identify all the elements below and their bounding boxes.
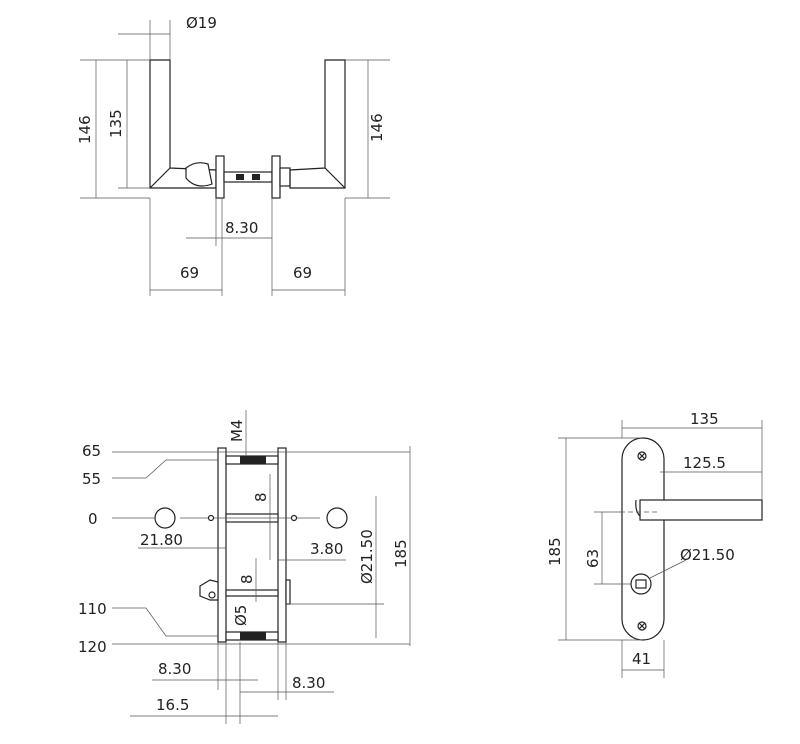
dim-top-width-right: 69	[293, 264, 312, 282]
dim-thread: M4	[228, 420, 246, 443]
dim-spindle-left: 8.30	[158, 660, 191, 678]
right-lever	[289, 59, 346, 189]
top-view: Ø19 146 135 146 8.30 69 69	[76, 14, 390, 296]
dim-top-spindle: 8.30	[225, 219, 258, 237]
front-view: 135 125.5 185 63 Ø21.50 41	[546, 410, 763, 678]
level-110: 110	[78, 600, 107, 618]
dim-top-height-inner: 135	[107, 109, 125, 138]
dim-total-height: 185	[392, 539, 410, 568]
dim-depth: 16.5	[156, 696, 189, 714]
dim-front-lever-length: 125.5	[683, 454, 726, 472]
dim-top-height-right: 146	[368, 113, 386, 142]
left-lever-section	[154, 507, 176, 529]
right-plate	[277, 447, 287, 643]
dim-front-length: 135	[690, 410, 719, 428]
level-65: 65	[82, 442, 101, 460]
dim-front-plate-width: 41	[632, 650, 651, 668]
front-lever	[639, 499, 763, 521]
dim-top-diameter: Ø19	[186, 14, 217, 32]
thumb-turn	[199, 579, 219, 601]
side-view: 65 55 0 110 120 M4 8 21.80 3.80 8 Ø5 Ø21…	[78, 410, 411, 724]
dim-top-width-left: 69	[180, 264, 199, 282]
dim-front-rose-diameter: Ø21.50	[680, 546, 735, 564]
dim-square-lower: 8	[238, 574, 256, 584]
dim-offset-left: 21.80	[140, 531, 183, 549]
left-rose	[185, 162, 213, 187]
dim-offset-right: 3.80	[310, 540, 343, 558]
dim-square-upper: 8	[252, 492, 270, 502]
dim-spindle-right: 8.30	[292, 674, 325, 692]
dim-front-plate-height: 185	[546, 537, 564, 566]
backplate	[621, 437, 665, 641]
right-lever-section	[326, 507, 348, 529]
level-120: 120	[78, 638, 107, 656]
spindle	[223, 171, 273, 183]
dim-front-center-distance: 63	[584, 549, 602, 568]
dim-rose-diameter: Ø21.50	[358, 529, 376, 584]
dim-top-height-left: 146	[76, 115, 94, 144]
dim-pin-diameter: Ø5	[232, 605, 250, 626]
level-0: 0	[88, 510, 98, 528]
left-plate	[217, 447, 227, 643]
level-55: 55	[82, 470, 101, 488]
